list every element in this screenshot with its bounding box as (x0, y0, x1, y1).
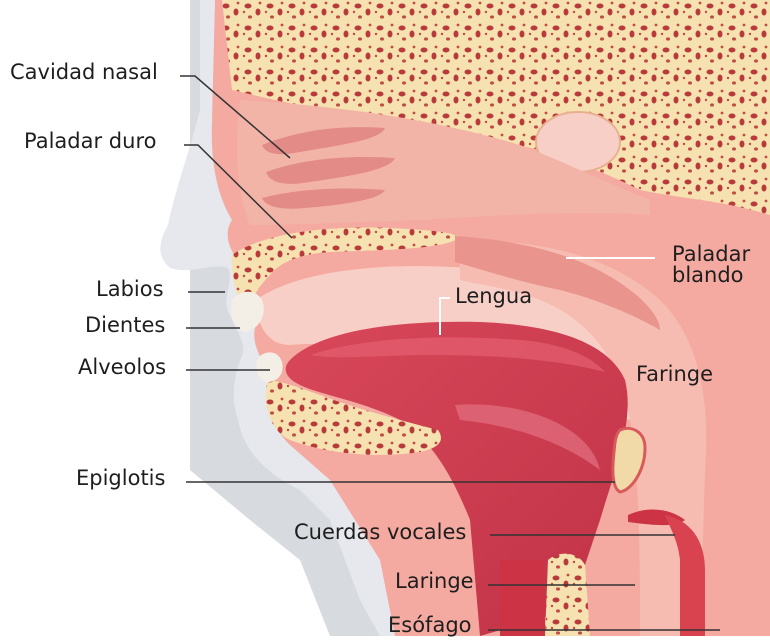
esophagus (500, 560, 545, 636)
label-paladar-duro: Paladar duro (24, 131, 156, 152)
label-esofago: Esófago (388, 615, 472, 636)
label-cavidad-nasal: Cavidad nasal (10, 62, 158, 83)
label-dientes: Dientes (85, 315, 165, 336)
cervical-bone (545, 554, 590, 636)
label-faringe: Faringe (636, 364, 713, 385)
label-cuerdas-vocales: Cuerdas vocales (294, 522, 466, 543)
label-epiglotis: Epiglotis (76, 468, 165, 489)
label-alveolos: Alveolos (78, 357, 166, 378)
label-laringe: Laringe (395, 571, 474, 592)
label-paladar-blando: Paladar blando (672, 244, 750, 286)
label-lengua: Lengua (455, 286, 532, 307)
label-labios: Labios (96, 279, 164, 300)
